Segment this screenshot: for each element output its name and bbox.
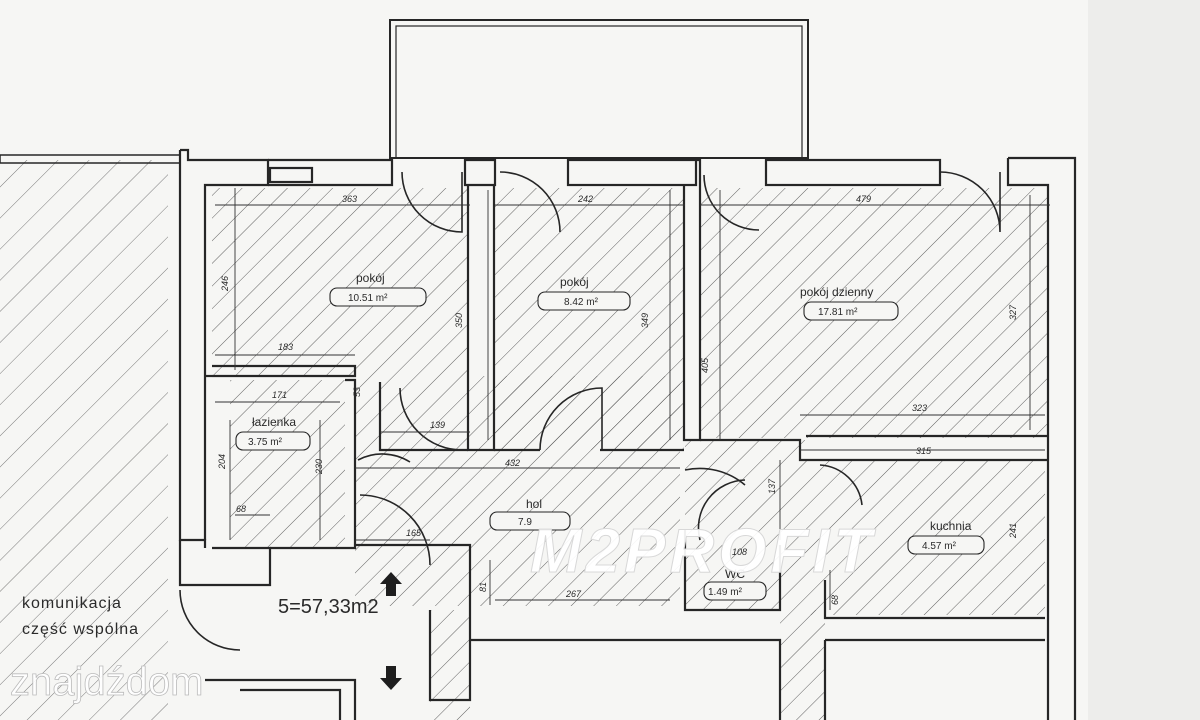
dim-363: 363 (342, 194, 357, 204)
room-area: 10.51 m² (348, 293, 388, 304)
common-area-line-2: część wspólna (22, 621, 139, 638)
area-box (907, 535, 985, 555)
paper-edge (1088, 0, 1200, 720)
door-swings (179, 171, 1001, 651)
arrow-down-icon (380, 666, 402, 690)
dim-68b: 68 (830, 595, 840, 605)
walls (178, 148, 1077, 720)
room-bathroom: łazienka 3.75 m² (235, 415, 311, 451)
dim-165: 165 (406, 528, 422, 538)
dim-315: 315 (916, 446, 932, 456)
area-box (235, 431, 311, 451)
room-name: pokój (356, 271, 385, 285)
dim-53: 53 (352, 387, 362, 397)
brand-watermark: M2PROFIT (530, 517, 877, 586)
dim-81: 81 (478, 582, 488, 592)
total-area: 5=57,33m2 (278, 596, 379, 618)
room-area: 17.81 m² (818, 307, 858, 318)
room-name: kuchnia (930, 519, 972, 533)
room-hall: hol 7.9 (489, 497, 571, 531)
room-name: WC (725, 567, 745, 581)
window-3 (764, 158, 942, 187)
dim-242: 242 (577, 194, 593, 204)
dim-171: 171 (272, 390, 287, 400)
room-labels: pokój 10.51 m² pokój 8.42 m² pokój dzien… (235, 271, 985, 601)
room-name: pokój dzienny (800, 285, 873, 299)
room-area: 1.49 m² (708, 587, 743, 598)
dimension-labels: 363 242 479 246 183 350 349 405 327 171 … (217, 194, 1018, 605)
area-box (489, 511, 571, 531)
area-box (803, 301, 899, 321)
common-area-line-1: komunikacja (22, 595, 122, 612)
dim-108: 108 (732, 547, 747, 557)
dim-327: 327 (1008, 304, 1018, 320)
window-2 (566, 158, 698, 187)
room-wc: WC 1.49 m² (703, 567, 767, 601)
balcony-outline (389, 19, 809, 159)
dim-241: 241 (1008, 523, 1018, 539)
room-kitchen: kuchnia 4.57 m² (907, 519, 985, 555)
dim-204: 204 (217, 454, 227, 470)
room-bedroom-2: pokój 8.42 m² (537, 275, 631, 311)
dim-323: 323 (912, 403, 927, 413)
dimension-lines (215, 188, 1050, 610)
room-area: 4.57 m² (922, 541, 957, 552)
dim-267: 267 (565, 589, 582, 599)
dim-432: 432 (505, 458, 520, 468)
dim-405: 405 (700, 357, 710, 373)
room-area: 7.9 (518, 517, 532, 528)
area-box (329, 287, 427, 307)
room-area: 8.42 m² (564, 297, 599, 308)
room-name: pokój (560, 275, 589, 289)
dim-349: 349 (640, 313, 650, 328)
site-watermark: znajdźdom (10, 660, 203, 704)
dim-246: 246 (220, 276, 230, 292)
stair-arrows (380, 572, 402, 690)
dim-230: 230 (314, 459, 324, 475)
window-1 (268, 166, 314, 184)
area-box (537, 291, 631, 311)
dim-350: 350 (454, 313, 464, 328)
dim-68: 68 (236, 504, 246, 514)
dim-137: 137 (767, 478, 777, 494)
dim-139: 139 (430, 420, 445, 430)
dim-183: 183 (278, 342, 293, 352)
room-living-room: pokój dzienny 17.81 m² (800, 285, 899, 321)
room-bedroom-1: pokój 10.51 m² (329, 271, 427, 307)
room-name: łazienka (252, 415, 296, 429)
room-area: 3.75 m² (248, 437, 283, 448)
dim-479: 479 (856, 194, 871, 204)
room-name: hol (526, 497, 542, 511)
area-box (703, 581, 767, 601)
arrow-up-icon (380, 572, 402, 596)
common-area (0, 154, 181, 720)
